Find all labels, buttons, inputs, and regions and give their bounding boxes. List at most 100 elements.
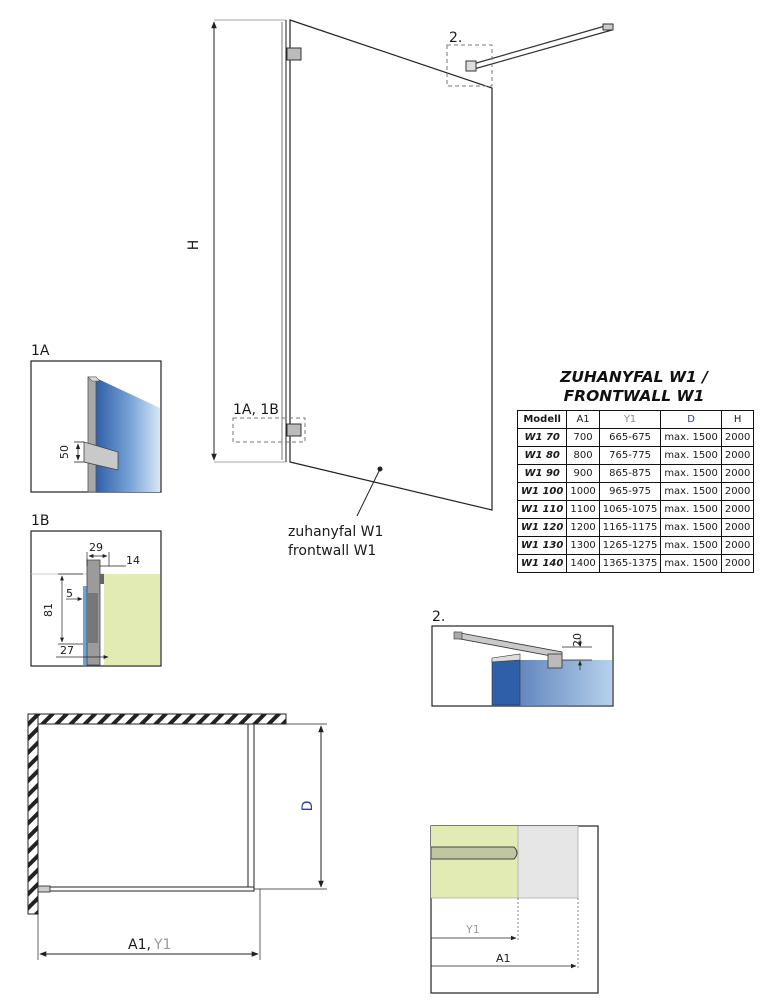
detail-1a [30,360,162,493]
table-cell: 2000 [720,482,755,501]
spec-title-line1: ZUHANYFAL W1 / [560,368,708,386]
table-cell: 765-775 [598,446,662,465]
header-h: H [720,410,755,429]
main-panel-view [211,19,614,517]
header-d: D [660,410,722,429]
plan-detail [430,825,599,994]
table-cell: max. 1500 [660,518,722,537]
product-label-en: frontwall W1 [288,543,376,559]
dim-81: 81 [42,603,55,617]
spec-title-line2: FRONTWALL W1 [563,387,705,405]
detail-1b-title: 1B [31,513,50,529]
table-cell: 2000 [720,518,755,537]
model-cell: W1 90 [516,464,568,483]
spec-header-row: Modell A1 Y1 D H [516,410,755,429]
model-cell: W1 110 [516,500,568,519]
header-a1: A1 [566,410,600,429]
height-label: H [186,240,202,251]
width-y1-label: Y1 [153,937,171,953]
model-cell: W1 80 [516,446,568,465]
plan-wall-left [27,713,39,915]
table-cell: 1400 [566,554,600,573]
spec-title: ZUHANYFAL W1 / FRONTWALL W1 [516,368,752,406]
table-cell: 1000 [566,482,600,501]
table-cell: max. 1500 [660,464,722,483]
detail-1a-title: 1A [31,343,50,359]
table-cell: 800 [566,446,600,465]
stabilizer-bar [473,29,613,70]
table-cell: 1065-1075 [598,500,662,519]
dim-29: 29 [89,541,103,554]
plan-detail-a1: A1 [496,952,511,965]
model-cell: W1 70 [516,428,568,447]
callout-box-2 [446,44,493,87]
table-cell: max. 1500 [660,482,722,501]
dim-50: 50 [58,445,71,459]
model-cell: W1 120 [516,518,568,537]
table-cell: max. 1500 [660,536,722,555]
model-cell: W1 100 [516,482,568,501]
callout-1a1b: 1A, 1B [233,402,279,418]
plan-wall-top [27,713,287,725]
dim-20: 20 [571,633,584,647]
detail-1b-wall [104,574,160,665]
table-cell: max. 1500 [660,446,722,465]
product-label-hu: zuhanyfal W1 [288,524,383,540]
callout-2-top: 2. [449,30,462,46]
plan-bar [247,723,255,891]
detail-2-glass [491,659,521,706]
table-cell: 1300 [566,536,600,555]
plan-detail-profile [430,846,518,860]
table-cell: 700 [566,428,600,447]
header-y1: Y1 [598,410,662,429]
table-cell: 665-675 [598,428,662,447]
table-cell: 2000 [720,500,755,519]
table-cell: 2000 [720,464,755,483]
table-cell: 1100 [566,500,600,519]
plan-detail-y1: Y1 [465,923,480,936]
header-modell: Modell [516,410,568,429]
table-cell: 965-975 [598,482,662,501]
dim-5: 5 [66,587,73,600]
model-cell: W1 140 [516,554,568,573]
dim-27: 27 [60,644,74,657]
detail-1b-glass [83,586,87,665]
depth-label: D [300,801,316,812]
callout-box-1a1b [232,417,306,443]
plan-detail-floor [518,826,578,898]
detail-2-title: 2. [432,609,445,625]
detail-1b [30,530,162,667]
table-cell: 2000 [720,428,755,447]
table-cell: 1165-1175 [598,518,662,537]
glass-panel [289,19,493,511]
detail-2 [431,625,614,707]
plan-detail-wall [431,826,518,898]
table-cell: 900 [566,464,600,483]
plan-view [27,713,327,960]
model-cell: W1 130 [516,536,568,555]
bottom-bracket [286,423,302,437]
detail-1a-bracket [83,441,119,471]
table-cell: max. 1500 [660,554,722,573]
plan-glass [37,886,255,892]
table-cell: max. 1500 [660,428,722,447]
table-cell: 1200 [566,518,600,537]
table-cell: 1365-1375 [598,554,662,573]
table-cell: max. 1500 [660,500,722,519]
table-cell: 865-875 [598,464,662,483]
table-cell: 2000 [720,536,755,555]
width-a1-label: A1, [128,937,151,953]
table-cell: 1265-1275 [598,536,662,555]
table-cell: 2000 [720,446,755,465]
